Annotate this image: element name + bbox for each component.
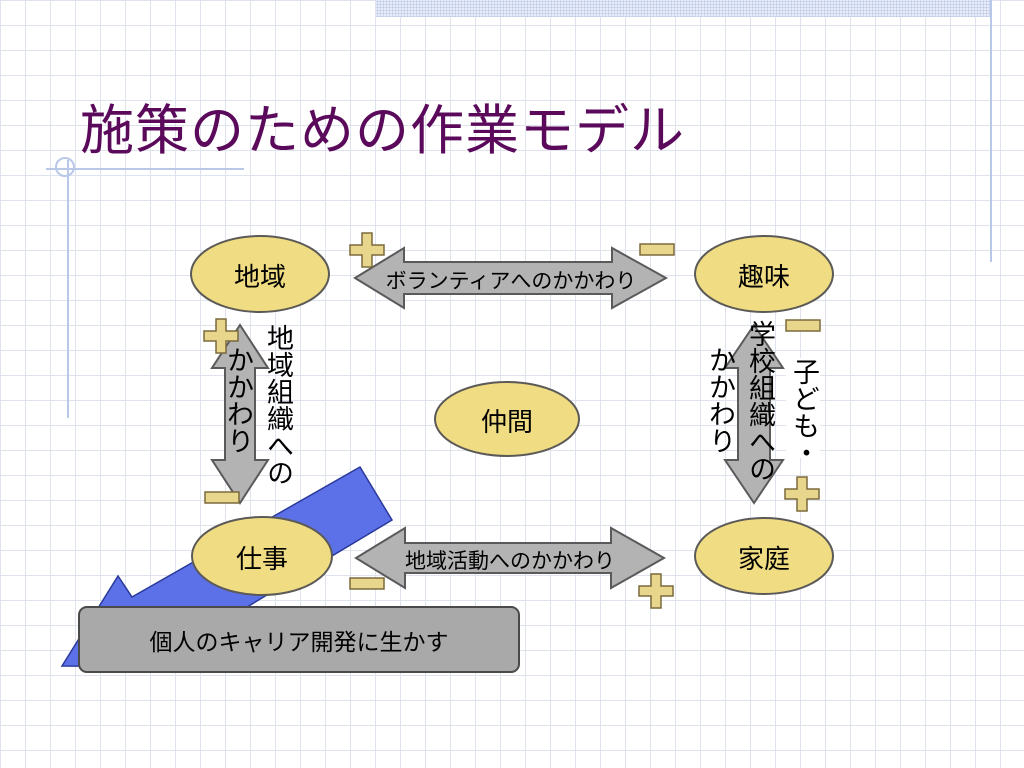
- plus-icon: [349, 232, 385, 268]
- career-development-box: [78, 606, 520, 673]
- label-community-organization: 地域組織への: [262, 324, 293, 486]
- plus-icon: [203, 318, 239, 354]
- node-label-hobby: 趣味: [737, 263, 790, 293]
- arrow-community-activity: [354, 526, 667, 590]
- label-right-kakawari: かかわり: [704, 346, 735, 454]
- arrow-label-volunteer: ボランティアへのかかわり: [385, 269, 637, 293]
- arrow-volunteer: [353, 246, 669, 310]
- decorative-left-rule-vertical: [67, 160, 69, 418]
- plus-icon: [638, 573, 674, 609]
- node-work: [191, 516, 333, 596]
- label-children: 子ども・: [788, 358, 819, 466]
- header-pattern-band: [376, 0, 992, 17]
- node-companions: [434, 381, 580, 457]
- label-left-kakawari: かかわり: [222, 346, 253, 454]
- node-community: [190, 235, 330, 313]
- decorative-right-rule: [990, 0, 992, 262]
- minus-icon: [349, 577, 385, 590]
- decorative-circle: [55, 157, 75, 177]
- decorative-left-rule-horizontal: [46, 168, 244, 170]
- node-label-companions: 仲間: [480, 408, 533, 438]
- page-title: 施策のための作業モデル: [80, 99, 685, 162]
- arrow-school-organization: [723, 323, 785, 505]
- node-label-community: 地域: [233, 263, 286, 293]
- node-family: [694, 517, 834, 595]
- arrow-community-organization: [210, 323, 270, 505]
- node-label-work: 仕事: [235, 545, 288, 575]
- label-school-organization: 学校組織への: [744, 320, 775, 482]
- plus-icon: [784, 476, 820, 512]
- minus-icon: [204, 491, 240, 504]
- right-label-panel: [786, 358, 820, 458]
- career-development-label: 個人のキャリア開発に生かす: [149, 630, 449, 656]
- minus-icon: [785, 319, 821, 332]
- arrow-label-community-activity: 地域活動へのかかわり: [405, 549, 615, 573]
- node-label-family: 家庭: [737, 545, 790, 575]
- node-hobby: [694, 235, 834, 313]
- minus-icon: [639, 243, 675, 256]
